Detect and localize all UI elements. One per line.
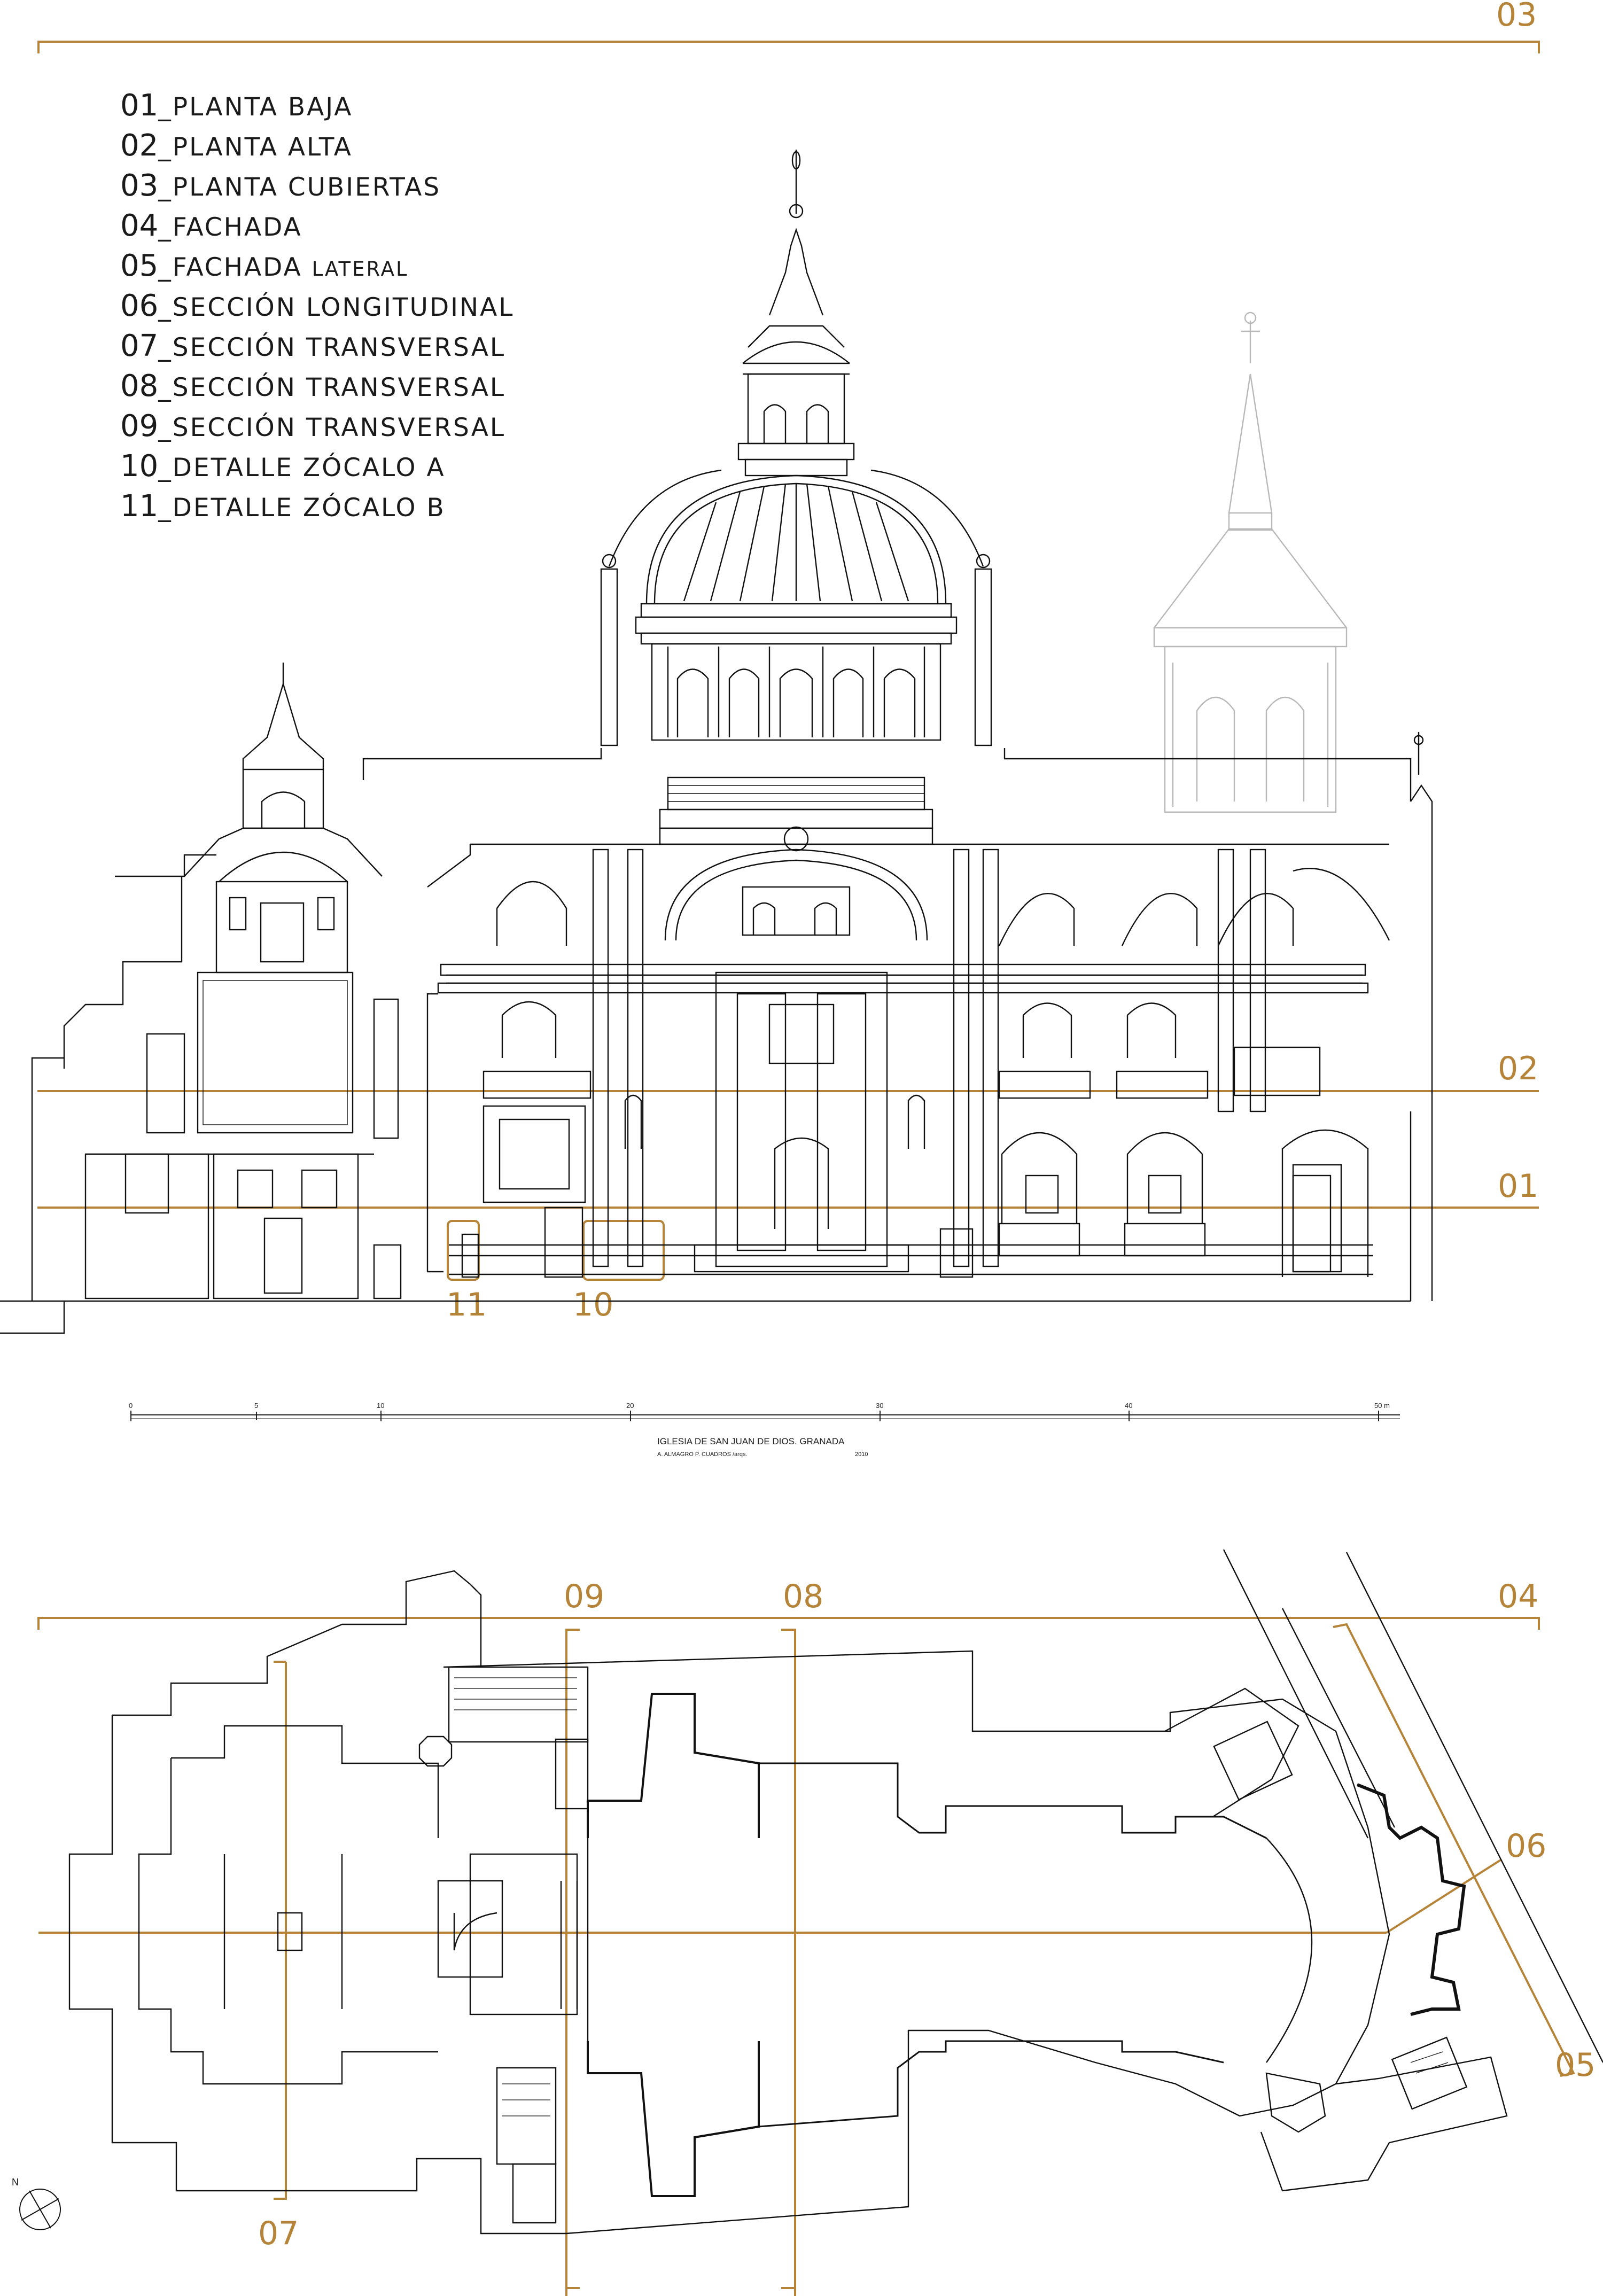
legend-item-01: 01_PLANTA BAJA xyxy=(120,88,353,123)
scale-tick-5: 5 xyxy=(254,1402,258,1410)
legend-item-11: 11_DETALLE ZÓCALO B xyxy=(120,489,446,524)
scale-bar xyxy=(130,1411,1400,1421)
section-mark-01: 01 xyxy=(1498,1168,1538,1205)
section-mark-04: 04 xyxy=(1498,1578,1538,1615)
scale-tick-50: 50 m xyxy=(1374,1402,1390,1410)
legend-item-04: 04_FACHADA xyxy=(120,208,302,243)
legend-item-06: 06_SECCIÓN LONGITUDINAL xyxy=(120,289,515,323)
section-mark-10: 10 xyxy=(573,1286,613,1324)
legend-item-09: 09_SECCIÓN TRANSVERSAL xyxy=(120,409,506,443)
caption-title: IGLESIA DE SAN JUAN DE DIOS. GRANADA xyxy=(657,1436,845,1446)
scale-tick-30: 30 xyxy=(876,1402,883,1410)
scale-tick-40: 40 xyxy=(1125,1402,1132,1410)
caption-year: 2010 xyxy=(855,1451,868,1458)
compass-north-label: N xyxy=(12,2177,19,2188)
scale-tick-10: 10 xyxy=(377,1402,384,1410)
side-chapel-dome xyxy=(31,663,402,1301)
legend-item-10: 10_DETALLE ZÓCALO A xyxy=(120,449,446,484)
legend-item-07: 07_SECCIÓN TRANSVERSAL xyxy=(120,329,506,363)
legend-item-08: 08_SECCIÓN TRANSVERSAL xyxy=(120,369,506,403)
section-markers xyxy=(37,41,1575,2296)
section-mark-08: 08 xyxy=(783,1578,823,1615)
section-labels: 03 02 01 11 10 04 09 08 06 05 07 xyxy=(258,0,1596,2252)
section-mark-11: 11 xyxy=(446,1286,487,1324)
main-dome xyxy=(600,469,992,852)
scale-bar-ticks: 0 5 10 20 30 40 50 m xyxy=(129,1402,1390,1410)
legend-item-05: 05_FACHADA LATERAL xyxy=(120,248,409,283)
section-mark-07: 07 xyxy=(258,2215,299,2252)
section-mark-02: 02 xyxy=(1498,1050,1538,1087)
north-compass-icon xyxy=(19,2189,61,2230)
drawing-caption: IGLESIA DE SAN JUAN DE DIOS. GRANADA A. … xyxy=(657,1436,868,1458)
bell-tower-outline xyxy=(1153,312,1348,813)
lantern xyxy=(737,150,855,477)
ground-floor-plan xyxy=(68,1549,1603,2235)
section-mark-03: 03 xyxy=(1496,0,1537,34)
longitudinal-section-elevation xyxy=(0,150,1433,1334)
section-mark-05: 05 xyxy=(1555,2046,1596,2084)
section-mark-06: 06 xyxy=(1506,1827,1546,1865)
legend-item-02: 02_PLANTA ALTA xyxy=(120,128,353,163)
section-mark-09: 09 xyxy=(564,1578,604,1615)
legend-item-03: 03_PLANTA CUBIERTAS xyxy=(120,168,441,203)
scale-tick-20: 20 xyxy=(626,1402,634,1410)
nave-interior xyxy=(426,732,1433,1301)
scale-tick-0: 0 xyxy=(129,1402,133,1410)
caption-authors: A. ALMAGRO P. CUADROS /arqs. xyxy=(657,1451,748,1458)
drawings-legend: 01_PLANTA BAJA 02_PLANTA ALTA 03_PLANTA … xyxy=(120,85,515,526)
